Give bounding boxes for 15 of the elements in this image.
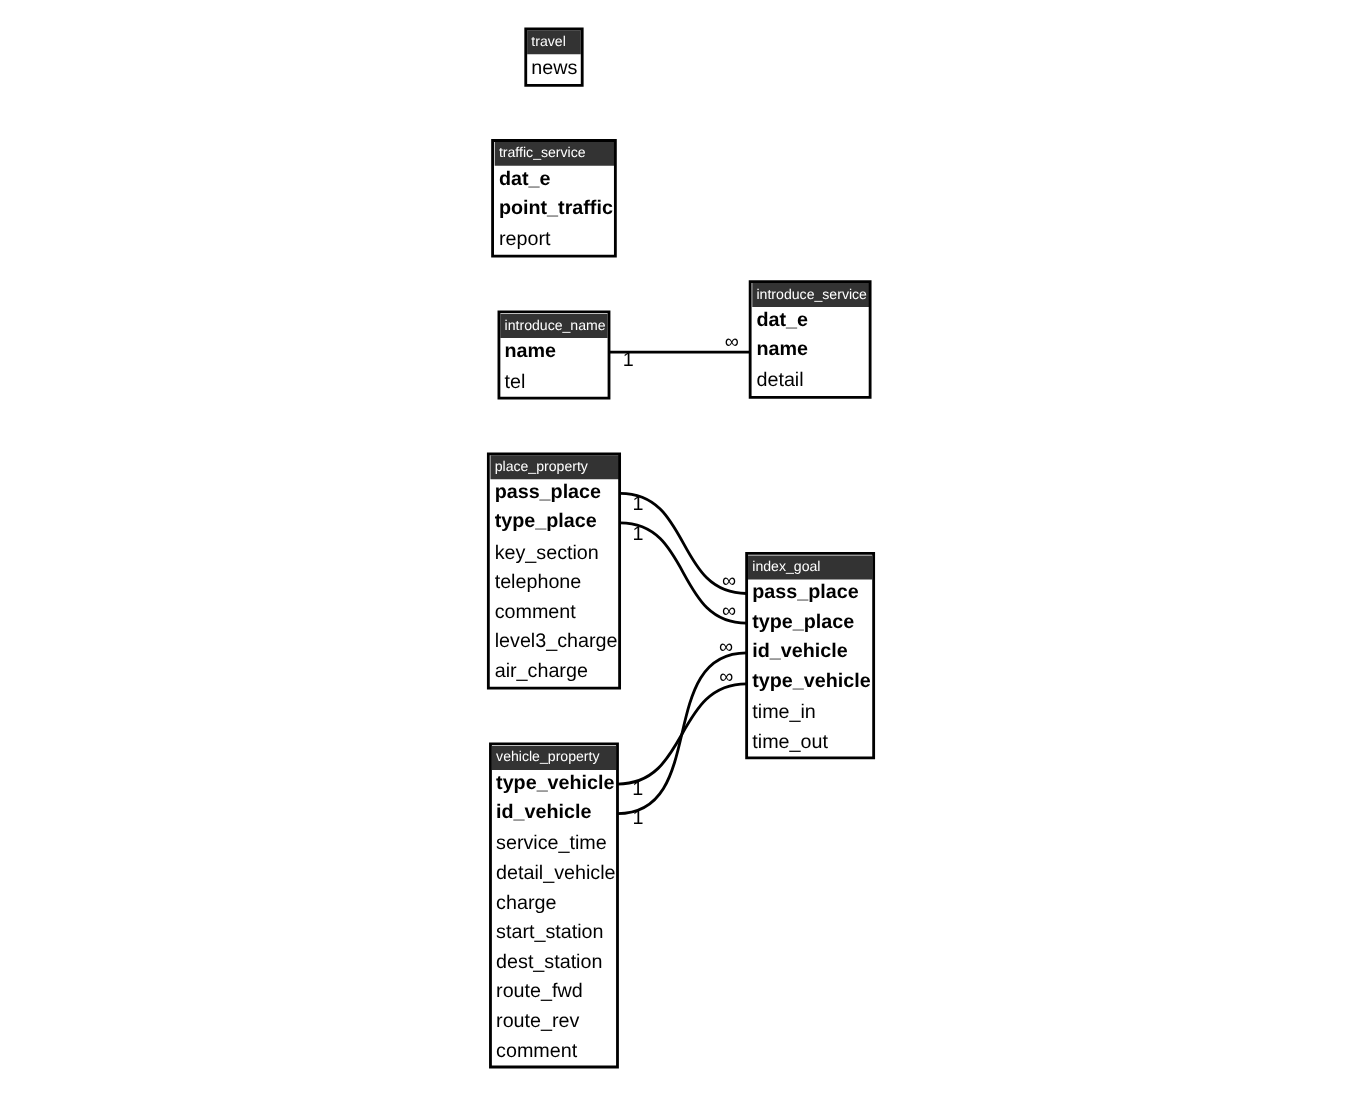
label: ∞ — [721, 600, 736, 623]
label: ∞ — [724, 332, 739, 355]
label: 1 — [632, 494, 644, 517]
connector — [617, 682, 747, 786]
connector — [620, 521, 747, 625]
connector — [609, 350, 751, 354]
label: 1 — [632, 779, 644, 802]
label: ∞ — [721, 571, 736, 594]
label: 1 — [622, 350, 634, 373]
connector — [617, 651, 747, 816]
label: 1 — [632, 523, 644, 546]
label: ∞ — [719, 666, 734, 689]
label: 1 — [632, 808, 644, 831]
connector — [620, 491, 747, 595]
label: ∞ — [719, 636, 734, 659]
